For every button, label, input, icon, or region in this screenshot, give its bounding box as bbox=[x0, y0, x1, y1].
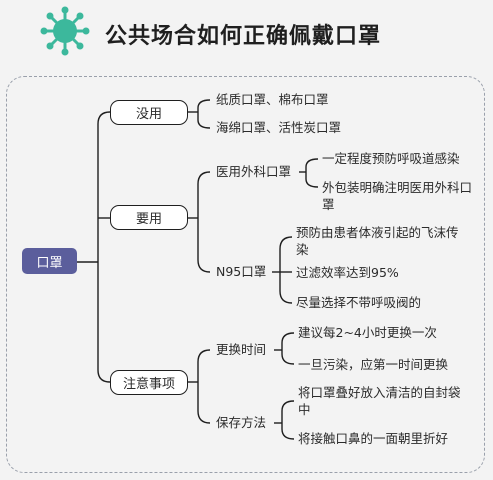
leaf-medical-1: 一定程度预防呼吸道感染 bbox=[322, 151, 460, 166]
title-bar: 公共场合如何正确佩戴口罩 bbox=[0, 0, 493, 64]
branch-meiyong: 没用 bbox=[110, 100, 188, 125]
diagram-frame bbox=[6, 76, 485, 473]
leaf-store-2: 将接触口鼻的一面朝里折好 bbox=[298, 431, 449, 446]
leaf-replace-2: 一旦污染，应第一时间更换 bbox=[298, 357, 449, 372]
branch-zhuyi: 注意事项 bbox=[110, 370, 188, 395]
branch-yaoyong: 要用 bbox=[110, 205, 188, 230]
leaf-meiyong-1: 纸质口罩、棉布口罩 bbox=[216, 92, 329, 107]
leaf-n95-3: 尽量选择不带呼吸阀的 bbox=[296, 295, 422, 310]
sub-replace-time: 更换时间 bbox=[216, 342, 267, 357]
leaf-medical-2: 外包装明确注明医用外科口罩 bbox=[322, 180, 473, 212]
root-node: 口罩 bbox=[22, 248, 77, 274]
sub-n95-mask: N95口罩 bbox=[216, 264, 267, 279]
leaf-meiyong-2: 海绵口罩、活性炭口罩 bbox=[216, 120, 342, 135]
sub-medical-mask: 医用外科口罩 bbox=[216, 164, 292, 179]
leaf-store-1: 将口罩叠好放入清洁的自封袋中 bbox=[298, 385, 461, 417]
leaf-n95-2: 过滤效率达到95% bbox=[296, 265, 399, 280]
leaf-n95-1: 预防由患者体液引起的飞沫传染 bbox=[296, 225, 459, 257]
sub-store-method: 保存方法 bbox=[216, 415, 267, 430]
leaf-replace-1: 建议每2~4小时更换一次 bbox=[298, 325, 437, 340]
page-title: 公共场合如何正确佩戴口罩 bbox=[105, 24, 382, 49]
virus-icon bbox=[40, 6, 90, 56]
